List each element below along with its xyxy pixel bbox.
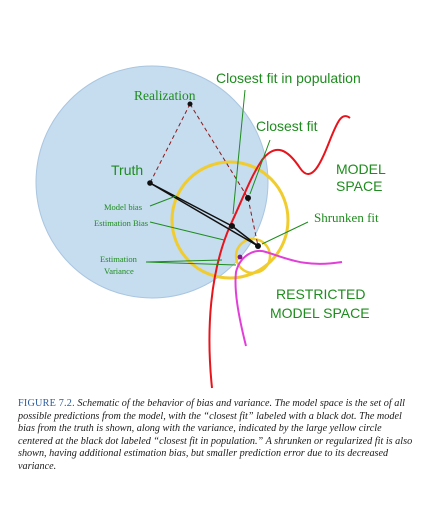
pointer-estimation-bias bbox=[149, 221, 225, 241]
caption-figure-number: FIGURE 7.2. bbox=[18, 398, 75, 409]
closest-fit-population-dot bbox=[229, 223, 235, 229]
caption-text: Schematic of the behavior of bias and va… bbox=[18, 398, 413, 472]
estimation-variance-label-line1: Estimation bbox=[100, 254, 138, 264]
pointer-closest-fit-population bbox=[232, 89, 246, 215]
pointer-closest-fit bbox=[249, 139, 271, 195]
closest-fit-label: Closest fit bbox=[256, 118, 318, 134]
variance-circle-large bbox=[170, 160, 290, 280]
model-space-label-line1: MODEL bbox=[336, 161, 386, 177]
dashed-realization-to-closest bbox=[189, 103, 249, 199]
model-bias-label: Model bias bbox=[104, 202, 142, 212]
truth-dot bbox=[147, 180, 153, 186]
shrunken-fit-dot bbox=[255, 243, 261, 249]
dashed-closest-to-shrunken bbox=[247, 197, 259, 247]
estimation-variance-label-line2: Variance bbox=[104, 266, 134, 276]
restricted-model-space-label-line2: MODEL SPACE bbox=[270, 305, 370, 321]
closest-fit-dot bbox=[245, 195, 251, 201]
realization-label: Realization bbox=[134, 88, 196, 103]
closest-fit-population-label: Closest fit in population bbox=[216, 70, 361, 86]
pointer-variance-large bbox=[145, 259, 223, 263]
pointer-variance-small bbox=[145, 261, 237, 266]
pointer-model-bias bbox=[149, 195, 177, 207]
shrinkage-line bbox=[231, 225, 259, 247]
model-space-label-line2: SPACE bbox=[336, 178, 382, 194]
restricted-model-space-label-line1: RESTRICTED bbox=[276, 286, 365, 302]
restricted-fit-dot bbox=[237, 254, 243, 260]
variance-circle-small bbox=[234, 237, 272, 275]
restricted-model-space-curve bbox=[234, 250, 343, 347]
estimation-bias-label: Estimation Bias bbox=[94, 218, 148, 228]
dashed-realization-to-truth bbox=[149, 103, 191, 184]
figure-caption: FIGURE 7.2. Schematic of the behavior of… bbox=[18, 398, 416, 474]
pointer-shrunken-fit bbox=[261, 221, 309, 245]
truth-label: Truth bbox=[111, 162, 143, 178]
model-space-curve bbox=[208, 115, 351, 389]
shrunken-fit-label: Shrunken fit bbox=[314, 210, 379, 225]
realization-dot bbox=[187, 101, 193, 107]
estimation-bias-line bbox=[149, 182, 259, 247]
